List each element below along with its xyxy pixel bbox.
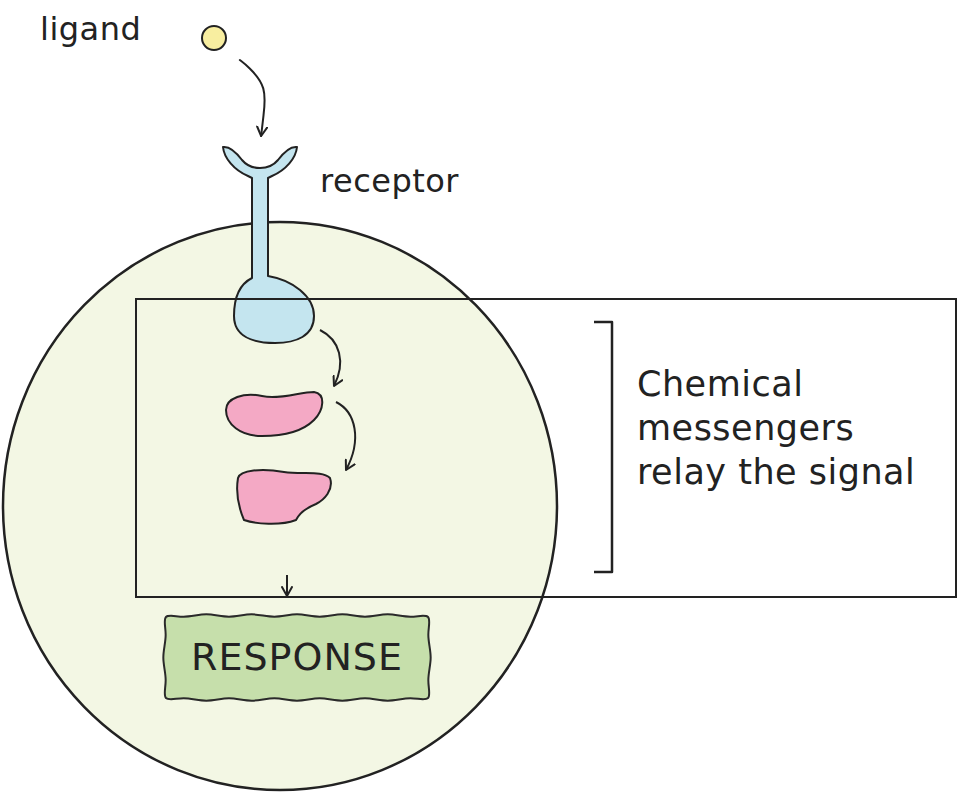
label-text: Chemical messengers relay the signal [637, 362, 937, 494]
response-arrow [286, 575, 288, 596]
relay-protein [237, 470, 331, 524]
bracket [594, 322, 612, 572]
response-text: RESPONSE [191, 634, 403, 680]
label-text: ligand [40, 10, 244, 48]
starburst-shape [163, 614, 430, 700]
relay-region-box: Chemical messengers relay the signal [135, 298, 957, 598]
label-text: receptor [320, 162, 518, 200]
relay-protein [226, 392, 322, 436]
ligand-label: ligand [36, 8, 244, 60]
relay-arrow [320, 330, 340, 386]
receptor-label: receptor [220, 136, 518, 348]
receptor-protein [223, 147, 314, 343]
ligand-molecule [202, 26, 226, 50]
signal-arrow [240, 60, 265, 136]
relay-arrow [336, 402, 355, 470]
response-starburst: RESPONSE [159, 610, 435, 705]
